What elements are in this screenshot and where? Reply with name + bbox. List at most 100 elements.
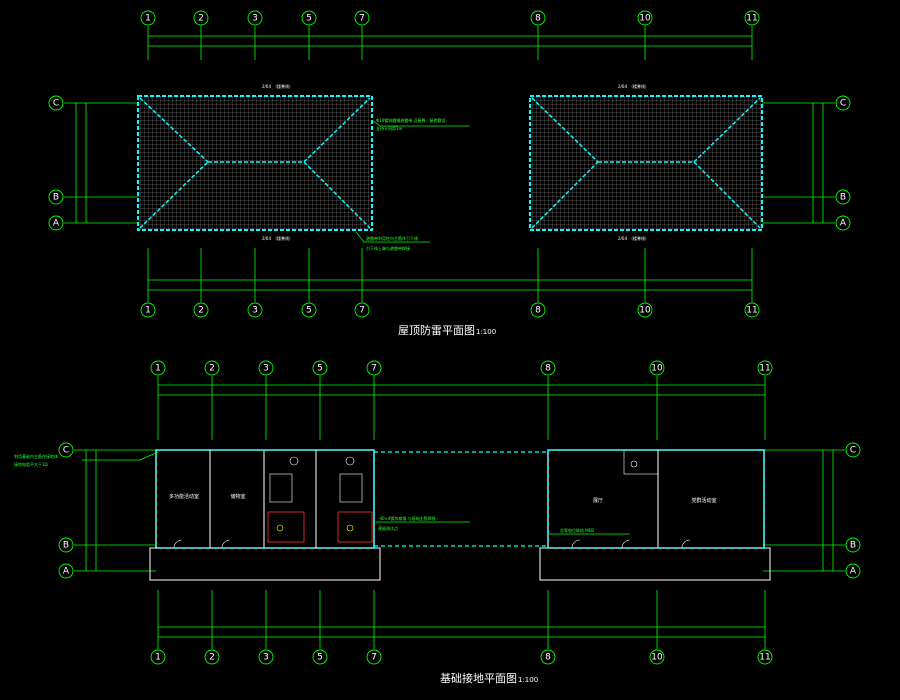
axis-bubble-8: 8 bbox=[540, 360, 556, 376]
svg-text:C: C bbox=[53, 99, 59, 109]
axis-bubble-2: 2 bbox=[193, 10, 209, 26]
svg-text:3: 3 bbox=[252, 14, 258, 24]
axis-bubble-8: 8 bbox=[530, 302, 546, 318]
svg-text:多功能活动室: 多功能活动室 bbox=[169, 493, 199, 500]
svg-text:11: 11 bbox=[759, 364, 770, 374]
axis-bubble-3: 3 bbox=[247, 10, 263, 26]
row-bubble-right-A: A bbox=[835, 215, 851, 231]
svg-text:5: 5 bbox=[306, 306, 312, 316]
svg-text:C: C bbox=[840, 99, 846, 109]
axis-bubble-11: 11 bbox=[757, 649, 773, 665]
svg-text:10: 10 bbox=[651, 364, 663, 374]
svg-text:2: 2 bbox=[198, 14, 204, 24]
svg-text:7: 7 bbox=[359, 14, 365, 24]
axis-bubble-7: 7 bbox=[366, 649, 382, 665]
foundation-building-left: 多功能活动室 储物室 bbox=[149, 449, 381, 581]
axis-bubble-2: 2 bbox=[204, 649, 220, 665]
row-bubble-left-B: B bbox=[58, 537, 74, 553]
svg-text:支持卡间距1m: 支持卡间距1m bbox=[376, 125, 403, 131]
svg-text:-40×4镀锌扁钢 与基础主筋焊接: -40×4镀锌扁钢 与基础主筋焊接 bbox=[378, 515, 436, 521]
svg-text:引下线上端与避雷带焊接: 引下线上端与避雷带焊接 bbox=[366, 245, 410, 251]
axis-bubble-3: 3 bbox=[247, 302, 263, 318]
row-bubble-left-C: C bbox=[58, 442, 74, 458]
svg-text:5: 5 bbox=[317, 364, 323, 374]
axis-bubble-10: 10 bbox=[637, 302, 653, 318]
svg-text:1: 1 bbox=[155, 364, 161, 374]
svg-text:B: B bbox=[850, 541, 856, 551]
row-bubble-left-B: B bbox=[48, 189, 64, 205]
roof-grid-lines bbox=[64, 26, 835, 302]
svg-text:B: B bbox=[840, 193, 846, 203]
axis-bubble-11: 11 bbox=[744, 302, 760, 318]
svg-text:7: 7 bbox=[359, 306, 365, 316]
svg-text:7: 7 bbox=[371, 364, 377, 374]
axis-bubble-7: 7 bbox=[354, 302, 370, 318]
svg-text:B: B bbox=[63, 541, 69, 551]
svg-text:A: A bbox=[63, 567, 70, 577]
foundation-plan-scale: 1:100 bbox=[518, 676, 538, 684]
svg-text:A: A bbox=[850, 567, 857, 577]
axis-bubble-5: 5 bbox=[312, 649, 328, 665]
axis-bubble-2: 2 bbox=[204, 360, 220, 376]
row-bubble-left-A: A bbox=[48, 215, 64, 231]
svg-text:3: 3 bbox=[252, 306, 258, 316]
axis-bubble-8: 8 bbox=[530, 10, 546, 26]
svg-text:利用基础内主筋作接地体: 利用基础内主筋作接地体 bbox=[14, 453, 58, 459]
axis-bubble-5: 5 bbox=[312, 360, 328, 376]
svg-text:8: 8 bbox=[535, 14, 541, 24]
svg-text:A: A bbox=[53, 219, 60, 229]
svg-text:3: 3 bbox=[263, 653, 269, 663]
svg-text:C: C bbox=[63, 446, 69, 456]
svg-text:8: 8 bbox=[545, 653, 551, 663]
axis-bubble-11: 11 bbox=[757, 360, 773, 376]
axis-bubble-3: 3 bbox=[258, 360, 274, 376]
axis-bubble-3: 3 bbox=[258, 649, 274, 665]
svg-text:2/64 （楼脊线）: 2/64 （楼脊线） bbox=[262, 235, 293, 241]
row-bubble-left-A: A bbox=[58, 563, 74, 579]
row-bubble-left-C: C bbox=[48, 95, 64, 111]
axis-bubble-2: 2 bbox=[193, 302, 209, 318]
svg-text:避雷带利用柱内主筋作引下线: 避雷带利用柱内主筋作引下线 bbox=[366, 235, 418, 241]
roof-block-right: 2/64 （楼脊线） 2/64 （楼脊线） bbox=[529, 83, 763, 241]
svg-text:接地电阻不大于1Ω: 接地电阻不大于1Ω bbox=[14, 461, 48, 467]
svg-text:1: 1 bbox=[145, 306, 151, 316]
axis-bubble-7: 7 bbox=[366, 360, 382, 376]
svg-text:Φ10镀锌圆钢避雷带 沿屋脊、屋檐敷设: Φ10镀锌圆钢避雷带 沿屋脊、屋檐敷设 bbox=[376, 117, 446, 123]
row-bubble-right-B: B bbox=[845, 537, 861, 553]
svg-text:11: 11 bbox=[759, 653, 770, 663]
axis-bubble-1: 1 bbox=[150, 649, 166, 665]
axis-bubble-8: 8 bbox=[540, 649, 556, 665]
svg-text:8: 8 bbox=[545, 364, 551, 374]
svg-text:C: C bbox=[850, 446, 856, 456]
axis-bubble-10: 10 bbox=[637, 10, 653, 26]
svg-text:预留测试点: 预留测试点 bbox=[378, 525, 398, 531]
row-bubble-right-B: B bbox=[835, 189, 851, 205]
axis-bubble-1: 1 bbox=[140, 302, 156, 318]
svg-text:2/64 （楼脊线）: 2/64 （楼脊线） bbox=[618, 83, 649, 89]
foundation-plan-title: 基础接地平面图 bbox=[440, 672, 517, 685]
svg-text:3: 3 bbox=[263, 364, 269, 374]
svg-text:2/64 （楼脊线）: 2/64 （楼脊线） bbox=[618, 235, 649, 241]
roof-plan-scale: 1:100 bbox=[476, 328, 496, 336]
svg-text:党群活动室: 党群活动室 bbox=[691, 497, 716, 504]
svg-text:11: 11 bbox=[746, 14, 757, 24]
foundation-building-right: 展厅 党群活动室 bbox=[539, 449, 771, 581]
svg-text:2: 2 bbox=[209, 364, 215, 374]
axis-bubble-10: 10 bbox=[649, 360, 665, 376]
svg-text:8: 8 bbox=[535, 306, 541, 316]
svg-text:1: 1 bbox=[145, 14, 151, 24]
svg-text:B: B bbox=[53, 193, 59, 203]
svg-text:2: 2 bbox=[198, 306, 204, 316]
roof-notes bbox=[355, 119, 470, 243]
foundation-grid-lines bbox=[74, 376, 845, 649]
row-bubble-right-A: A bbox=[845, 563, 861, 579]
axis-bubble-5: 5 bbox=[301, 10, 317, 26]
svg-text:总等电位联结 MEB: 总等电位联结 MEB bbox=[560, 527, 594, 533]
svg-text:10: 10 bbox=[639, 14, 651, 24]
roof-plan-title: 屋顶防雷平面图 bbox=[398, 323, 475, 337]
